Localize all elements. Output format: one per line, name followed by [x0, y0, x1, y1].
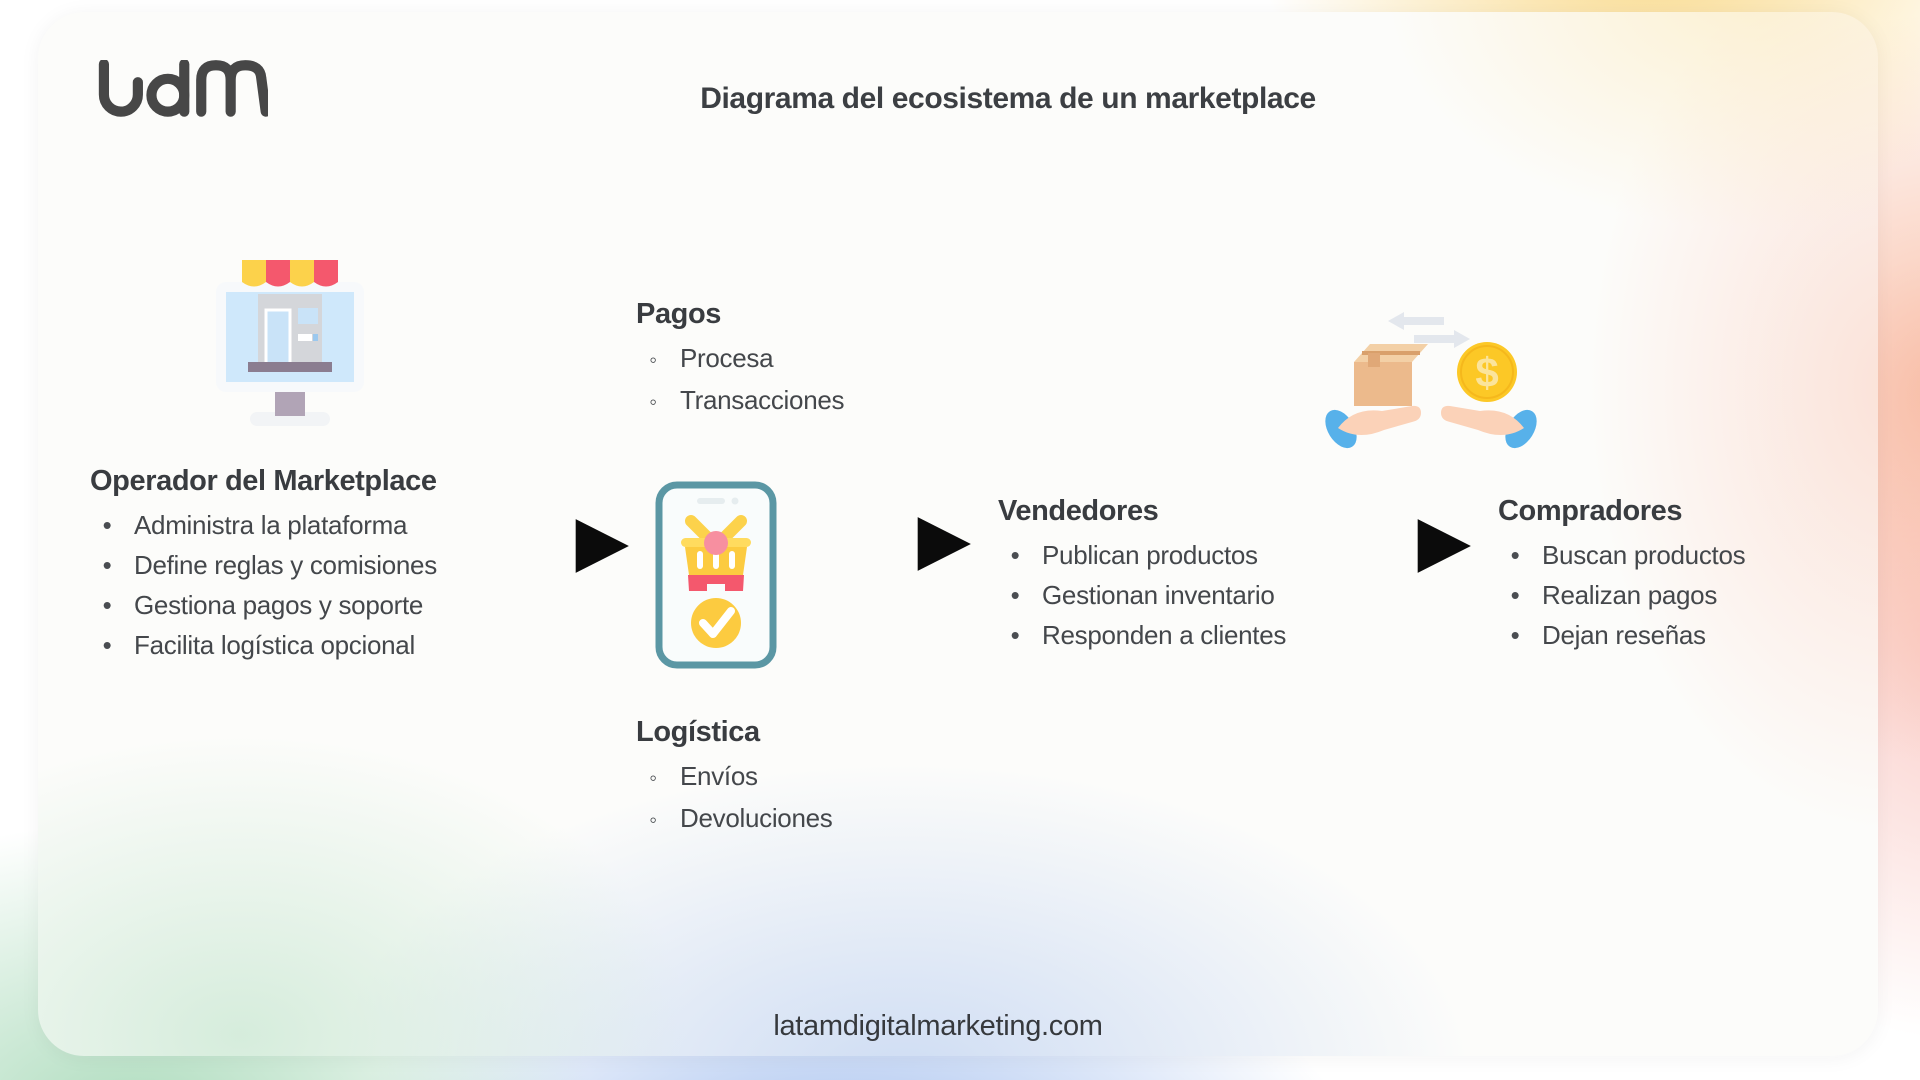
operator-list: • Administra la plataforma • Define reglas…	[90, 505, 550, 665]
logistica-block: Logística ◦ Envíos ◦ Devoluciones	[636, 716, 976, 840]
list-item-text: Transacciones	[680, 385, 845, 415]
list-item-text: Dejan reseñas	[1542, 620, 1706, 650]
list-item: • Administra la plataforma	[96, 505, 550, 545]
list-item-text: Devoluciones	[680, 803, 833, 833]
pagos-list: ◦ Procesa ◦ Transacciones	[636, 338, 976, 422]
bullet-icon: •	[102, 590, 112, 620]
list-item-text: Envíos	[680, 761, 758, 791]
list-item-text: Publican productos	[1042, 540, 1258, 570]
brand-logo	[96, 59, 271, 118]
list-item: • Realizan pagos	[1504, 575, 1898, 615]
bullet-icon: •	[1010, 580, 1020, 610]
operator-block: Operador del Marketplace • Administra la …	[90, 465, 550, 665]
awning-icon	[242, 260, 338, 287]
ldm-logo-icon	[98, 59, 271, 117]
list-item: • Gestionan inventario	[1004, 575, 1398, 615]
exchange-hands-icon: $	[1325, 312, 1537, 449]
store-monitor-icon	[216, 260, 364, 426]
arrow-right-icon	[575, 519, 629, 573]
brand-name: Ldm	[38, 12, 39, 13]
list-item-text: Define reglas y comisiones	[134, 550, 437, 580]
arrow-right-icon	[917, 517, 971, 571]
vendedores-block: Vendedores • Publican productos • Gestiona…	[998, 495, 1398, 655]
swap-arrows-icon	[1388, 312, 1470, 348]
bullet-icon: •	[102, 550, 112, 580]
arrow-right-icon	[1417, 519, 1471, 573]
list-item-text: Gestionan inventario	[1042, 580, 1275, 610]
list-item-text: Facilita logística opcional	[134, 630, 415, 660]
vendedores-list: • Publican productos • Gestionan inventari…	[998, 535, 1398, 655]
dollar-coin-icon: $	[1457, 342, 1517, 402]
hand-icon	[1325, 405, 1421, 449]
compradores-heading: Compradores	[1498, 495, 1683, 527]
pagos-heading: Pagos	[636, 298, 722, 330]
package-box-icon	[1354, 344, 1428, 406]
bullet-icon: ◦	[649, 765, 657, 790]
bullet-icon: •	[1510, 580, 1520, 610]
bullet-icon: •	[1510, 620, 1520, 650]
list-item: • Define reglas y comisiones	[96, 545, 550, 585]
bullet-icon: •	[1510, 540, 1520, 570]
bullet-icon: ◦	[649, 389, 657, 414]
list-item-text: Buscan productos	[1542, 540, 1746, 570]
list-item: • Dejan reseñas	[1504, 615, 1898, 655]
list-item: • Buscan productos	[1504, 535, 1898, 575]
content-card: Ldm Diagrama del ecosistema de un market…	[38, 12, 1878, 1056]
check-circle-icon	[691, 598, 741, 648]
list-item: ◦ Devoluciones	[642, 798, 976, 840]
bullet-icon: •	[102, 510, 112, 540]
phone-checkout-icon	[655, 481, 777, 669]
logistica-heading: Logística	[636, 716, 760, 748]
list-item: ◦ Envíos	[642, 756, 976, 798]
bullet-icon: •	[1010, 540, 1020, 570]
bullet-icon: ◦	[649, 807, 657, 832]
list-item-text: Administra la plataforma	[134, 510, 408, 540]
shopping-basket-icon	[681, 515, 751, 591]
compradores-list: • Buscan productos • Realizan pagos • Dejan…	[1498, 535, 1898, 655]
pagos-block: Pagos ◦ Procesa ◦ Transacciones	[636, 298, 976, 422]
list-item: • Responden a clientes	[1004, 615, 1398, 655]
list-item: • Publican productos	[1004, 535, 1398, 575]
list-item: ◦ Transacciones	[642, 380, 976, 422]
list-item: • Gestiona pagos y soporte	[96, 585, 550, 625]
operator-heading: Operador del Marketplace	[90, 465, 437, 497]
compradores-block: Compradores • Buscan productos • Realizan …	[1498, 495, 1898, 655]
list-item: ◦ Procesa	[642, 338, 976, 380]
bullet-icon: •	[102, 630, 112, 660]
bullet-icon: ◦	[649, 347, 657, 372]
bullet-icon: •	[1010, 620, 1020, 650]
list-item-text: Responden a clientes	[1042, 620, 1287, 650]
list-item-text: Gestiona pagos y soporte	[134, 590, 424, 620]
svg-text:$: $	[1475, 349, 1498, 396]
list-item-text: Procesa	[680, 343, 774, 373]
list-item: • Facilita logística opcional	[96, 625, 550, 665]
vendedores-heading: Vendedores	[998, 495, 1159, 527]
list-item-text: Realizan pagos	[1542, 580, 1718, 610]
hand-icon	[1441, 405, 1537, 449]
logistica-list: ◦ Envíos ◦ Devoluciones	[636, 756, 976, 840]
page-title: Diagrama del ecosistema de un marketplac…	[700, 82, 1316, 115]
website-url: latamdigitalmarketing.com	[773, 1010, 1103, 1042]
